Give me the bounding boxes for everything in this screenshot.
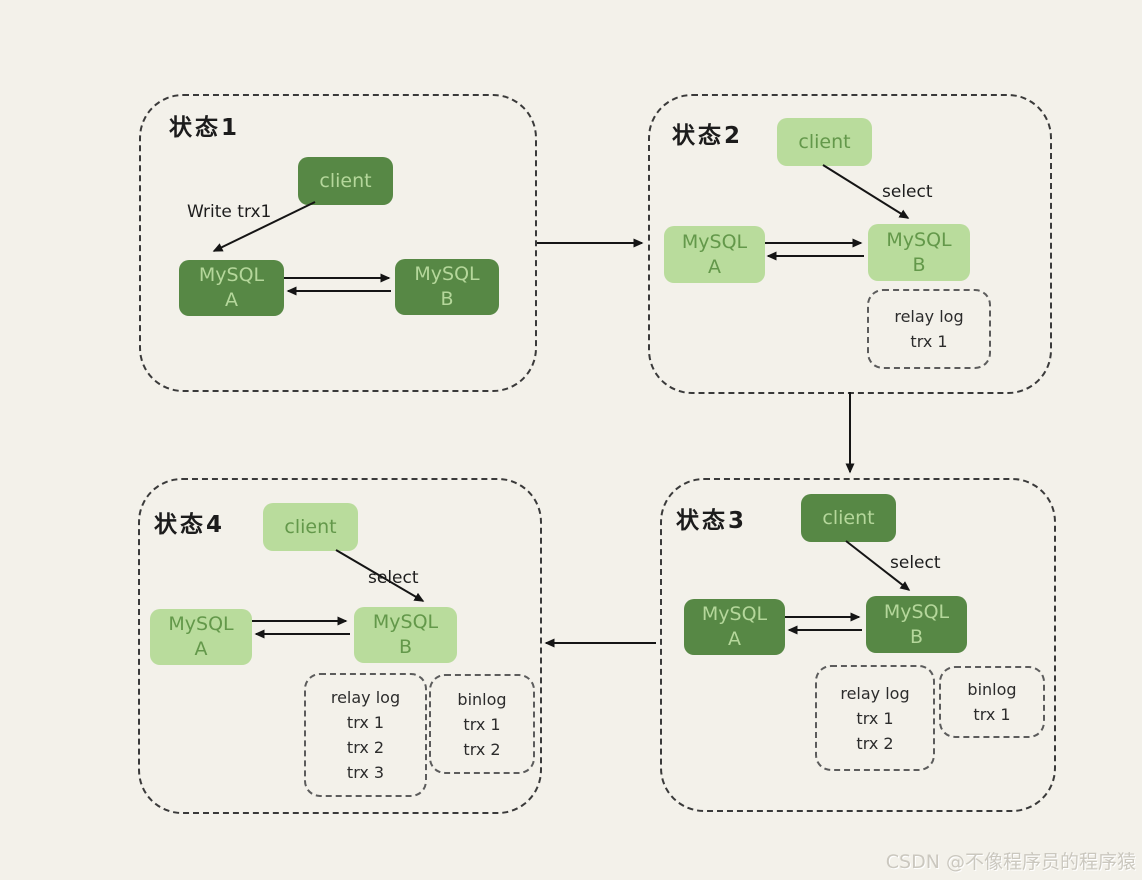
mysql-node-id: B <box>912 253 926 276</box>
relay-log-entry: trx 1 <box>910 332 948 351</box>
mysql-node-id: A <box>194 638 208 660</box>
state-4-relay-log-box: relay log trx 1 trx 2 trx 3 <box>304 673 427 797</box>
state-1-mysql-a-node: MySQL A <box>179 260 284 316</box>
relay-log-title: relay log <box>330 688 401 707</box>
state-3-binlog-box: binlog trx 1 <box>939 666 1045 738</box>
relay-log-entry: trx 3 <box>346 763 385 782</box>
client-label: client <box>319 169 372 192</box>
state-2-title: 状态2 <box>672 123 744 149</box>
relay-log-entry: trx 2 <box>856 733 894 753</box>
state-3-relay-log-box: relay log trx 1 trx 2 <box>815 665 935 771</box>
state-4-action-label: select <box>368 568 419 588</box>
state-3-panel: 状态3 client select MySQL A MySQL B relay … <box>660 478 1056 812</box>
relay-log-title: relay log <box>840 683 910 703</box>
mysql-node-id: A <box>708 255 721 278</box>
state-3-title: 状态3 <box>676 508 748 534</box>
state-4-mysql-a-node: MySQL A <box>150 609 252 665</box>
binlog-entry: trx 2 <box>463 739 501 759</box>
state-2-relay-log-box: relay log trx 1 <box>867 289 991 369</box>
state-1-panel: 状态1 client Write trx1 MySQL A MySQL B <box>139 94 537 392</box>
mysql-node-name: MySQL <box>414 263 480 286</box>
state-4-panel: 状态4 client select MySQL A MySQL B relay … <box>138 478 542 814</box>
mysql-node-name: MySQL <box>372 611 439 634</box>
state-2-client-node: client <box>777 118 872 166</box>
state-1-title: 状态1 <box>169 115 241 141</box>
state-1-mysql-b-node: MySQL B <box>395 259 499 315</box>
relay-log-entry: trx 1 <box>856 708 894 728</box>
state-2-mysql-b-node: MySQL B <box>868 224 970 281</box>
relay-log-entry: trx 1 <box>346 713 385 732</box>
mysql-node-id: A <box>728 628 741 650</box>
mysql-node-name: MySQL <box>886 228 952 251</box>
mysql-node-name: MySQL <box>883 600 950 623</box>
mysql-node-id: B <box>909 625 924 648</box>
watermark: CSDN @不像程序员的程序猿 <box>885 851 1136 873</box>
state-2-action-label: select <box>882 182 933 202</box>
mysql-node-id: B <box>440 288 454 310</box>
state-3-action-label: select <box>890 553 941 573</box>
state-4-client-node: client <box>263 503 358 551</box>
client-label: client <box>798 130 851 153</box>
state-1-action-label: Write trx1 <box>187 202 272 222</box>
state-3-mysql-b-node: MySQL B <box>866 596 967 653</box>
state-2-mysql-a-node: MySQL A <box>664 226 765 283</box>
relay-log-entry: trx 2 <box>346 738 385 757</box>
binlog-entry: trx 1 <box>973 705 1011 724</box>
client-label: client <box>822 506 875 529</box>
state-1-client-node: client <box>298 157 393 205</box>
state-3-client-node: client <box>801 494 896 542</box>
client-label: client <box>284 515 337 538</box>
relay-log-title: relay log <box>894 307 964 326</box>
state-4-binlog-box: binlog trx 1 trx 2 <box>429 674 535 774</box>
mysql-node-id: B <box>398 636 413 658</box>
state-2-panel: 状态2 client select MySQL A MySQL B relay … <box>648 94 1052 394</box>
binlog-title: binlog <box>967 680 1017 699</box>
mysql-node-name: MySQL <box>168 613 234 636</box>
state-4-mysql-b-node: MySQL B <box>354 607 457 663</box>
binlog-entry: trx 1 <box>463 714 501 734</box>
mysql-node-name: MySQL <box>701 603 768 626</box>
state-4-title: 状态4 <box>154 512 226 538</box>
mysql-node-name: MySQL <box>681 230 748 253</box>
mysql-node-name: MySQL <box>198 264 265 287</box>
mysql-node-id: A <box>225 289 238 311</box>
binlog-title: binlog <box>457 689 507 709</box>
state-3-mysql-a-node: MySQL A <box>684 599 785 655</box>
